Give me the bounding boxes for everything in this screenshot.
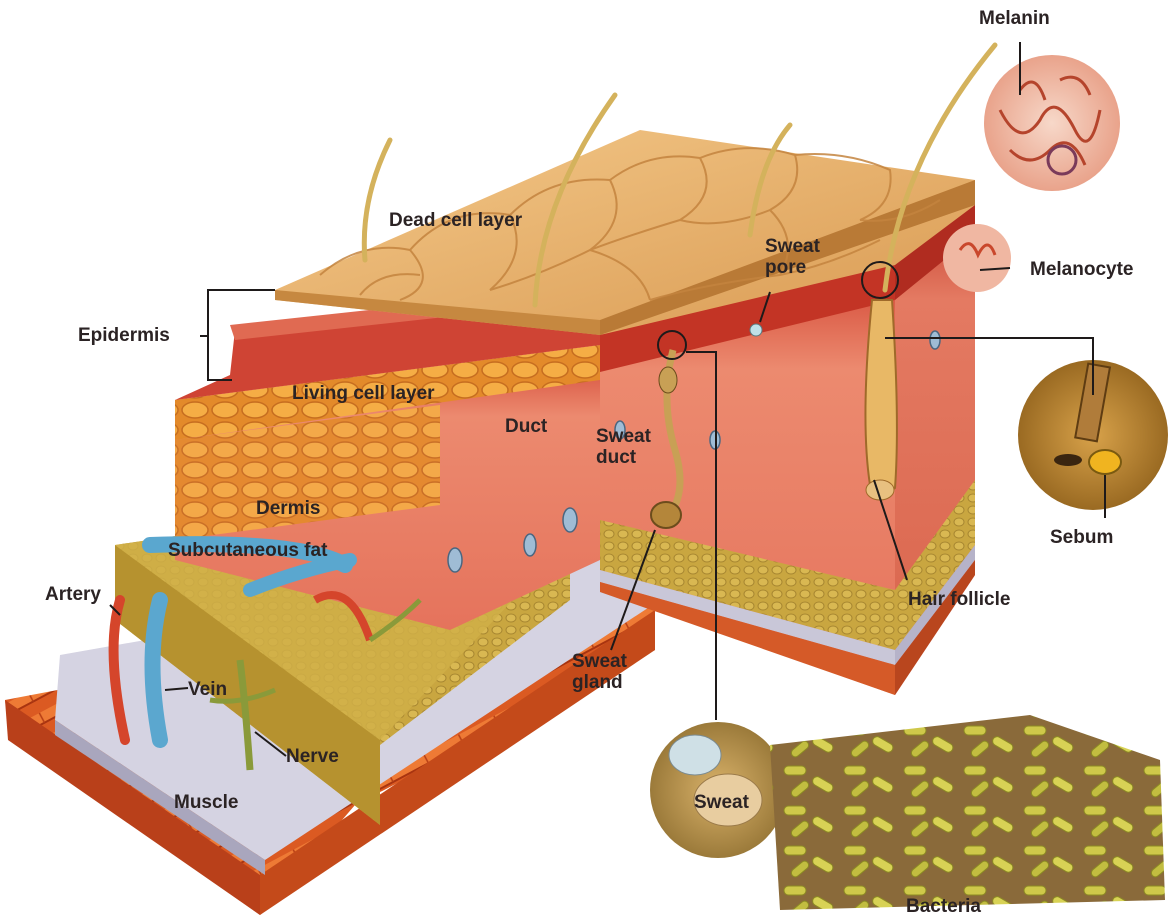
label-sweat-duct: Sweat duct [596,426,666,468]
label-nerve: Nerve [286,746,339,767]
label-sweat: Sweat [694,792,749,813]
label-vein: Vein [188,679,227,700]
label-sweat-gland: Sweat gland [572,651,652,693]
label-muscle: Muscle [174,792,238,813]
hair-follicle-shape [865,300,896,493]
label-bacteria: Bacteria [906,896,981,917]
sweat-gland-shape [651,502,681,528]
label-subcutaneous-fat: Subcutaneous fat [168,540,338,561]
label-epidermis: Epidermis [78,325,170,346]
label-artery: Artery [45,584,101,605]
sweat-droplet [669,735,721,775]
label-dead-cell-layer: Dead cell layer [389,210,522,231]
label-duct: Duct [505,416,547,437]
label-dermis: Dermis [256,498,320,519]
sebum-droplet [1089,450,1121,474]
sweat-pore-shape [750,324,762,336]
label-hair-follicle: Hair follicle [908,589,1010,610]
label-sweat-pore: Sweat pore [765,236,855,278]
label-sebum: Sebum [1050,527,1113,548]
bacteria-inset [770,715,1165,910]
label-melanin: Melanin [979,8,1050,29]
melanocyte-inset [943,224,1011,292]
label-melanocyte: Melanocyte [1030,259,1133,280]
vein-vessel [153,600,161,740]
label-living-cell-layer: Living cell layer [292,383,435,404]
